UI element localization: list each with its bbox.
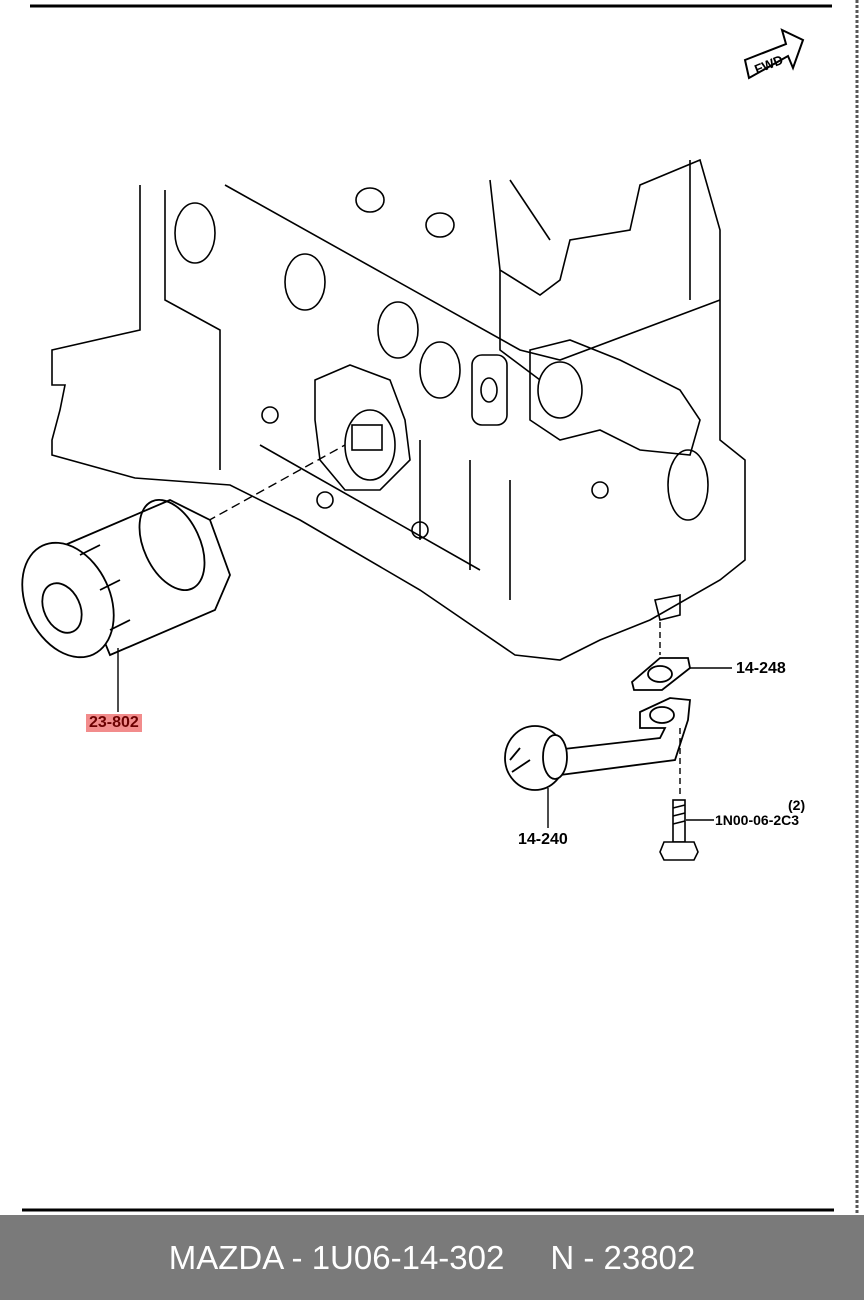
oil-strainer	[504, 697, 691, 791]
oil-filter	[21, 499, 231, 659]
engine-block	[51, 158, 746, 661]
bolt-quantity: (2)	[788, 797, 806, 813]
footer-brand-part: MAZDA - 1U06-14-302	[168, 1238, 505, 1276]
part-label-oil-filter[interactable]: 23-802	[86, 714, 142, 732]
fwd-arrow-icon: FWD	[743, 28, 805, 80]
part-label-gasket[interactable]: 14-248	[736, 660, 786, 677]
bolt	[659, 799, 699, 861]
exploded-parts-diagram: FWD	[21, 0, 859, 1215]
gasket	[630, 657, 691, 691]
footer-bar: MAZDA - 1U06-14-302 N - 23802	[0, 1215, 864, 1300]
part-label-bolt[interactable]: 1N00-06-2C3	[715, 812, 800, 828]
footer-ref-number: N - 23802	[550, 1238, 696, 1276]
part-label-oil-strainer[interactable]: 14-240	[518, 831, 568, 848]
